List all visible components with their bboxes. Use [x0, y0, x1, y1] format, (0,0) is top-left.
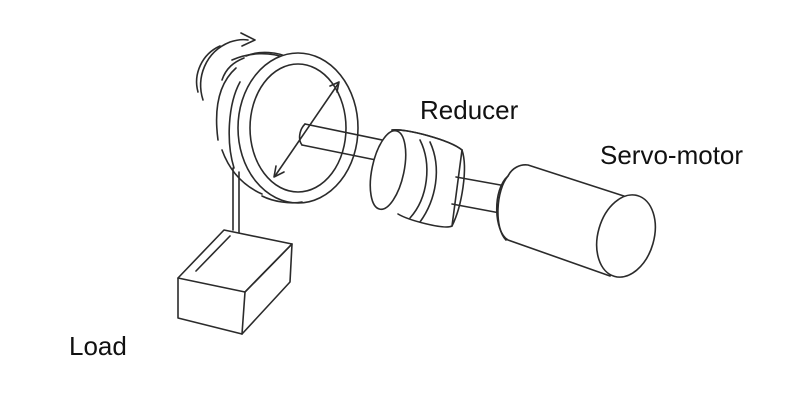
reducer-body: [369, 129, 466, 228]
reducer-label: Reducer: [420, 95, 519, 125]
rotation-arrow-icon: [195, 32, 256, 101]
output-shaft: [298, 123, 383, 161]
input-shaft: [451, 176, 507, 214]
drum: [215, 51, 359, 204]
servo-motor-label: Servo-motor: [600, 140, 744, 170]
load-label: Load: [69, 331, 127, 361]
load-box: [177, 229, 293, 335]
servo-motor-body: [496, 164, 657, 278]
